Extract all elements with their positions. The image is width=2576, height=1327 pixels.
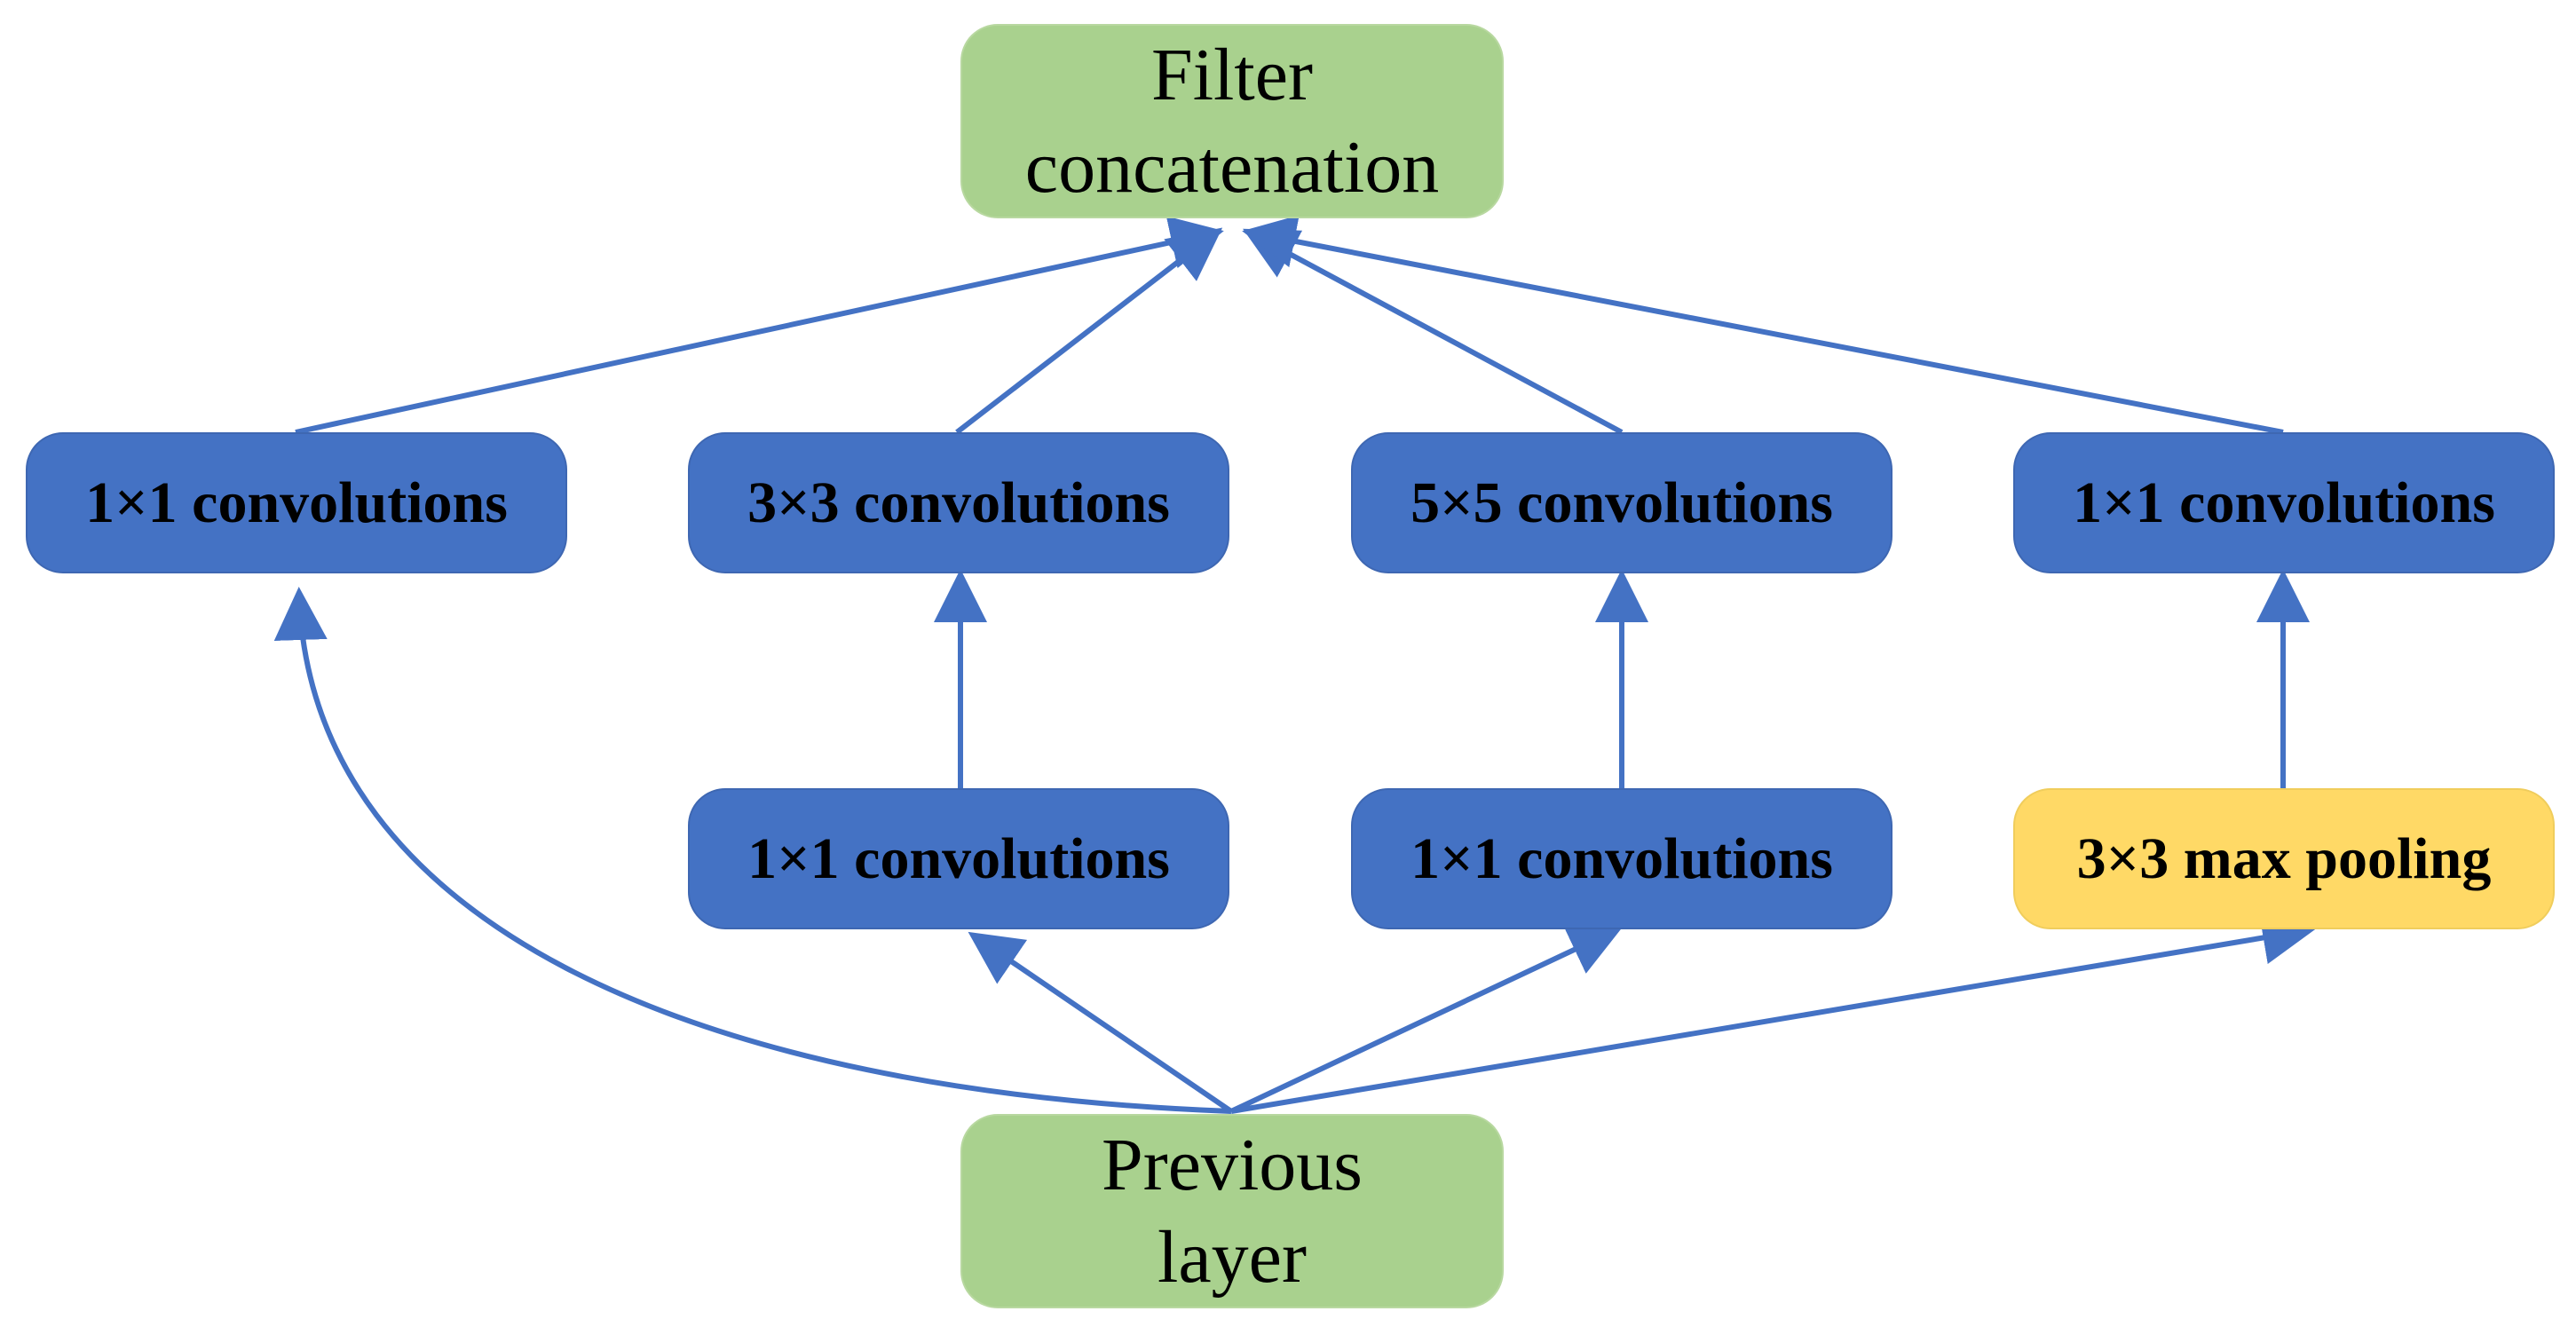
conv-5x5-label: 5×5 convolutions	[1410, 470, 1833, 535]
arrow-conv1x1-branch4-to-filter-concat	[1242, 215, 2284, 435]
previous-layer-line1: Previous	[1102, 1123, 1363, 1206]
conv-5x5-node: 5×5 convolutions	[1351, 432, 1892, 573]
filter-concatenation-line2: concatenation	[1024, 125, 1440, 209]
conv-1x1-branch1-label: 1×1 convolutions	[85, 470, 508, 535]
arrow-previous-to-maxpool	[1230, 911, 2316, 1114]
arrow-previous-to-conv1x1-branch1	[273, 587, 1232, 1114]
arrow-conv3x3-to-filter-concat	[955, 227, 1223, 435]
conv-1x1-reduce-5x5-node: 1×1 convolutions	[1351, 788, 1892, 929]
arrow-conv5x5-to-filter-concat	[1243, 228, 1624, 435]
max-pooling-3x3-label: 3×3 max pooling	[2076, 825, 2492, 891]
arrow-previous-to-reduce3x3	[968, 931, 1233, 1114]
conv-1x1-branch4-node: 1×1 convolutions	[2013, 432, 2555, 573]
conv-3x3-node: 3×3 convolutions	[688, 432, 1229, 573]
filter-concatenation-node: Filter concatenation	[960, 24, 1504, 218]
previous-layer-line2: layer	[1158, 1215, 1307, 1299]
max-pooling-3x3-node: 3×3 max pooling	[2013, 788, 2555, 929]
conv-1x1-reduce-3x3-node: 1×1 convolutions	[688, 788, 1229, 929]
filter-concatenation-line1: Filter	[1151, 33, 1313, 116]
previous-layer-node: Previous layer	[960, 1114, 1504, 1308]
arrow-conv1x1-branch1-to-filter-concat	[295, 216, 1224, 435]
arrow-previous-to-reduce5x5	[1229, 925, 1624, 1114]
conv-1x1-branch1-node: 1×1 convolutions	[26, 432, 567, 573]
conv-1x1-branch4-label: 1×1 convolutions	[2073, 470, 2495, 535]
conv-3x3-label: 3×3 convolutions	[747, 470, 1170, 535]
conv-1x1-reduce-5x5-label: 1×1 convolutions	[1410, 825, 1833, 891]
conv-1x1-reduce-3x3-label: 1×1 convolutions	[747, 825, 1170, 891]
